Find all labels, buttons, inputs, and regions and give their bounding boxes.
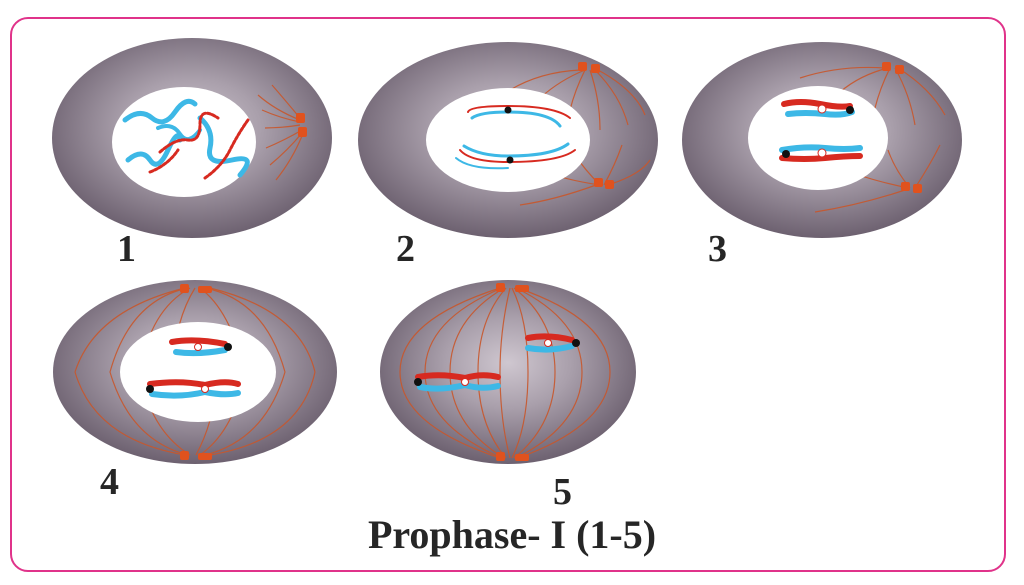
spindle-fiber-icon <box>399 287 611 459</box>
chromosome-icon <box>122 98 250 180</box>
figure-caption: Prophase- I (1-5) <box>367 512 657 557</box>
cell-stage-1 <box>52 38 332 238</box>
centrosome-icon <box>496 283 529 461</box>
nucleus-icon <box>120 322 276 422</box>
cell-icon <box>380 280 636 464</box>
cell-stage-4 <box>53 280 337 464</box>
centrosome-icon <box>882 62 922 193</box>
stage-label-4: 4 <box>100 461 119 503</box>
centrosome-icon <box>578 62 614 189</box>
centrosome-icon <box>296 113 307 137</box>
cell-stage-2 <box>358 42 658 238</box>
nucleus-icon <box>426 88 590 192</box>
centrosome-icon <box>180 284 212 460</box>
stage-label-3: 3 <box>708 228 727 270</box>
stage-label-1: 1 <box>117 228 136 270</box>
cell-stage-5 <box>380 280 636 464</box>
figure-frame <box>10 17 1006 572</box>
chromosome-icon <box>779 99 863 162</box>
stage-label-2: 2 <box>396 228 415 270</box>
cell-stage-3 <box>682 42 962 238</box>
stage-label-5: 5 <box>553 471 572 513</box>
